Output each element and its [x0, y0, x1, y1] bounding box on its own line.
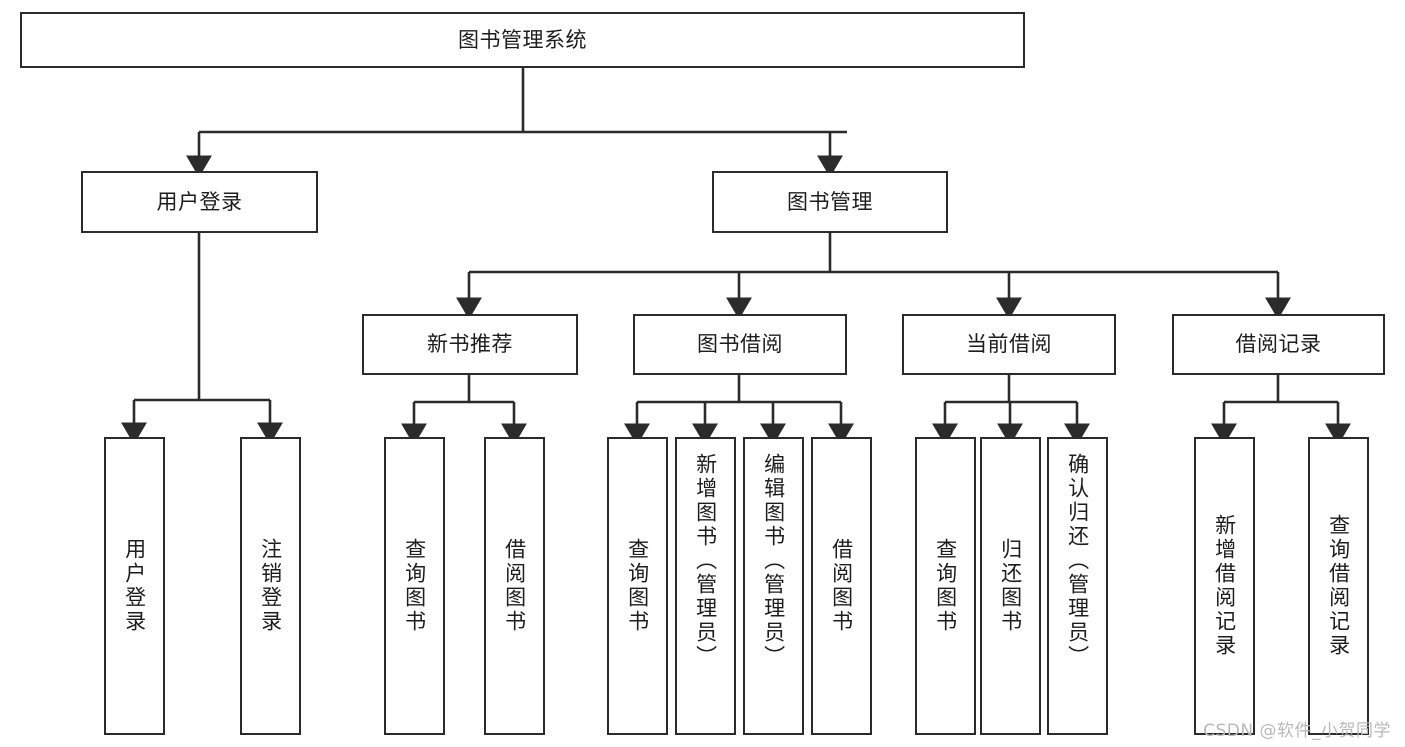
leaf-cb-confirm-return[interactable]: 确认归还（管理员）: [1047, 437, 1108, 735]
leaf-br-add-record[interactable]: 新增借阅记录: [1194, 437, 1255, 735]
leaf-br-add-record-label: 新增借阅记录: [1212, 514, 1237, 658]
node-borrow-record[interactable]: 借阅记录: [1172, 314, 1385, 375]
leaf-bb-query-book[interactable]: 查询图书: [607, 437, 668, 735]
leaf-cb-confirm-return-label: 确认归还（管理员）: [1065, 453, 1090, 669]
leaf-bb-borrow-book-label: 借阅图书: [829, 538, 854, 634]
node-user-login-label: 用户登录: [156, 189, 243, 214]
leaf-bb-query-book-label: 查询图书: [625, 538, 650, 634]
leaf-bb-add-book[interactable]: 新增图书（管理员）: [675, 437, 736, 735]
leaf-user-login-label: 用户登录: [122, 538, 147, 634]
node-user-login[interactable]: 用户登录: [81, 171, 318, 233]
node-new-book-recommend-label: 新书推荐: [427, 332, 513, 357]
node-current-borrow-label: 当前借阅: [966, 332, 1052, 357]
leaf-bb-edit-book-label: 编辑图书（管理员）: [761, 453, 786, 669]
leaf-cb-query-book-label: 查询图书: [933, 538, 958, 634]
leaf-cb-return-book-label: 归还图书: [998, 538, 1023, 634]
leaf-bb-borrow-book[interactable]: 借阅图书: [811, 437, 872, 735]
leaf-logout[interactable]: 注销登录: [240, 437, 301, 735]
node-book-manage[interactable]: 图书管理: [712, 171, 948, 233]
node-book-manage-label: 图书管理: [787, 189, 873, 214]
leaf-user-login[interactable]: 用户登录: [104, 437, 165, 735]
node-borrow-record-label: 借阅记录: [1235, 332, 1322, 357]
leaf-bb-edit-book[interactable]: 编辑图书（管理员）: [743, 437, 804, 735]
leaf-logout-label: 注销登录: [258, 538, 283, 634]
node-new-book-recommend[interactable]: 新书推荐: [362, 314, 578, 375]
leaf-cb-query-book[interactable]: 查询图书: [915, 437, 976, 735]
csdn-watermark: CSDN @软件_小贺同学: [1203, 721, 1391, 741]
leaf-cb-return-book[interactable]: 归还图书: [980, 437, 1041, 735]
leaf-nb-borrow-book-label: 借阅图书: [502, 538, 527, 634]
leaf-br-query-record[interactable]: 查询借阅记录: [1308, 437, 1369, 735]
node-book-borrow[interactable]: 图书借阅: [633, 314, 847, 375]
node-root[interactable]: 图书管理系统: [20, 12, 1025, 68]
leaf-nb-borrow-book[interactable]: 借阅图书: [484, 437, 545, 735]
leaf-bb-add-book-label: 新增图书（管理员）: [693, 453, 718, 669]
leaf-nb-query-book-label: 查询图书: [402, 538, 427, 634]
node-current-borrow[interactable]: 当前借阅: [902, 314, 1116, 375]
leaf-br-query-record-label: 查询借阅记录: [1326, 514, 1351, 658]
leaf-nb-query-book[interactable]: 查询图书: [384, 437, 445, 735]
node-root-label: 图书管理系统: [458, 27, 587, 52]
node-book-borrow-label: 图书借阅: [697, 332, 783, 357]
